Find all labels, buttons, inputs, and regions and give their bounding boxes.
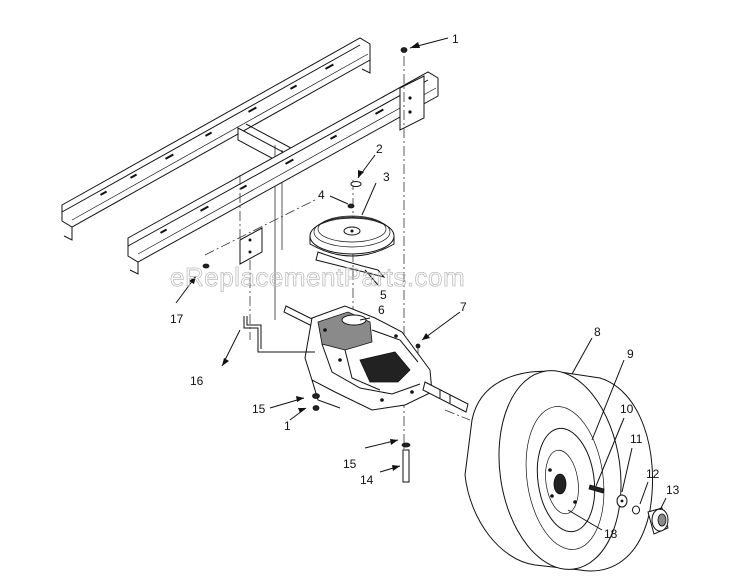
callout-17: 17 xyxy=(170,312,184,326)
callout-6: 6 xyxy=(378,303,385,317)
watermark: eReplacementParts.com xyxy=(170,262,465,292)
callout-15a: 15 xyxy=(252,402,266,416)
callout-8: 8 xyxy=(594,325,601,339)
transaxle xyxy=(283,305,469,413)
frame-rails xyxy=(61,37,439,320)
mounting-bracket xyxy=(239,227,263,265)
control-rod xyxy=(243,316,315,353)
callout-9: 9 xyxy=(627,347,634,361)
washer-nut xyxy=(347,181,362,209)
callout-1: 1 xyxy=(452,32,459,46)
callout-15b: 15 xyxy=(343,457,357,471)
callout-3: 3 xyxy=(383,170,390,184)
callout-14: 14 xyxy=(360,473,374,487)
callout-12: 12 xyxy=(646,467,660,481)
callout-16: 16 xyxy=(190,374,204,388)
callout-13: 13 xyxy=(666,483,680,497)
callout-2: 2 xyxy=(376,142,383,156)
callout-4: 4 xyxy=(318,188,325,202)
wheel-tire xyxy=(464,370,654,572)
callout-1b: 1 xyxy=(284,419,291,433)
hub-parts xyxy=(588,484,669,535)
callout-labels: 1 2 3 4 5 6 7 8 9 10 11 12 13 14 15 15 1… xyxy=(170,32,680,541)
leader-arrows xyxy=(189,42,430,471)
hardware xyxy=(202,47,421,483)
pulley xyxy=(309,215,395,278)
callout-10: 10 xyxy=(620,402,634,416)
callout-5: 5 xyxy=(380,288,387,302)
callout-11: 11 xyxy=(630,432,643,446)
callout-7: 7 xyxy=(460,300,467,314)
callout-18: 18 xyxy=(604,527,618,541)
